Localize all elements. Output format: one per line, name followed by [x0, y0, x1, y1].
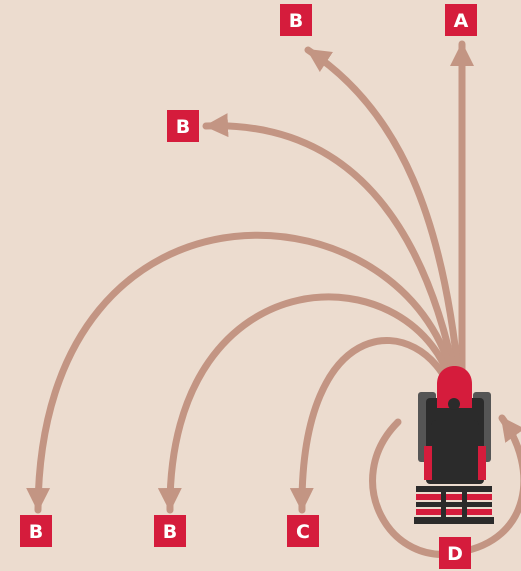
mower-deck-bar-5 [414, 517, 494, 524]
mower-seat [431, 420, 479, 476]
mower-fender-right [478, 446, 486, 480]
label-b-upper-left: B [167, 110, 199, 142]
label-b-top-text: B [289, 10, 303, 32]
mower-deck-bar-3 [416, 502, 492, 507]
label-c: C [287, 515, 319, 547]
label-b-mid-left: B [154, 515, 186, 547]
mower-deck-bar-1 [416, 486, 492, 492]
label-b-mid-left-text: B [163, 521, 177, 543]
mower-hood [437, 366, 472, 408]
zero-turn-mower-icon [414, 366, 494, 524]
mower-deck-bar-2 [416, 494, 492, 500]
mower-deck-strut-right [462, 486, 467, 522]
label-c-text: C [296, 521, 310, 543]
path-b-upper-left-arrow [202, 113, 462, 396]
label-b-upper-left-text: B [176, 116, 190, 138]
label-b-far-left-text: B [29, 521, 43, 543]
path-arrows [26, 40, 521, 558]
mower-steering [448, 398, 460, 410]
mower-fender-left [424, 446, 432, 480]
path-b-top-arrow [304, 46, 464, 396]
mower-deck-strut-left [441, 486, 446, 522]
label-b-far-left: B [20, 515, 52, 547]
label-a-top-text: A [454, 10, 469, 32]
path-b-mid-left-arrow [157, 293, 458, 514]
path-b-far-left-arrow [26, 231, 460, 514]
mower-deck-bar-4 [416, 509, 492, 515]
label-a-top: A [445, 4, 477, 36]
label-d: D [439, 537, 471, 569]
path-c-arrow [289, 337, 456, 514]
label-d-text: D [447, 543, 463, 565]
label-b-top: B [280, 4, 312, 36]
